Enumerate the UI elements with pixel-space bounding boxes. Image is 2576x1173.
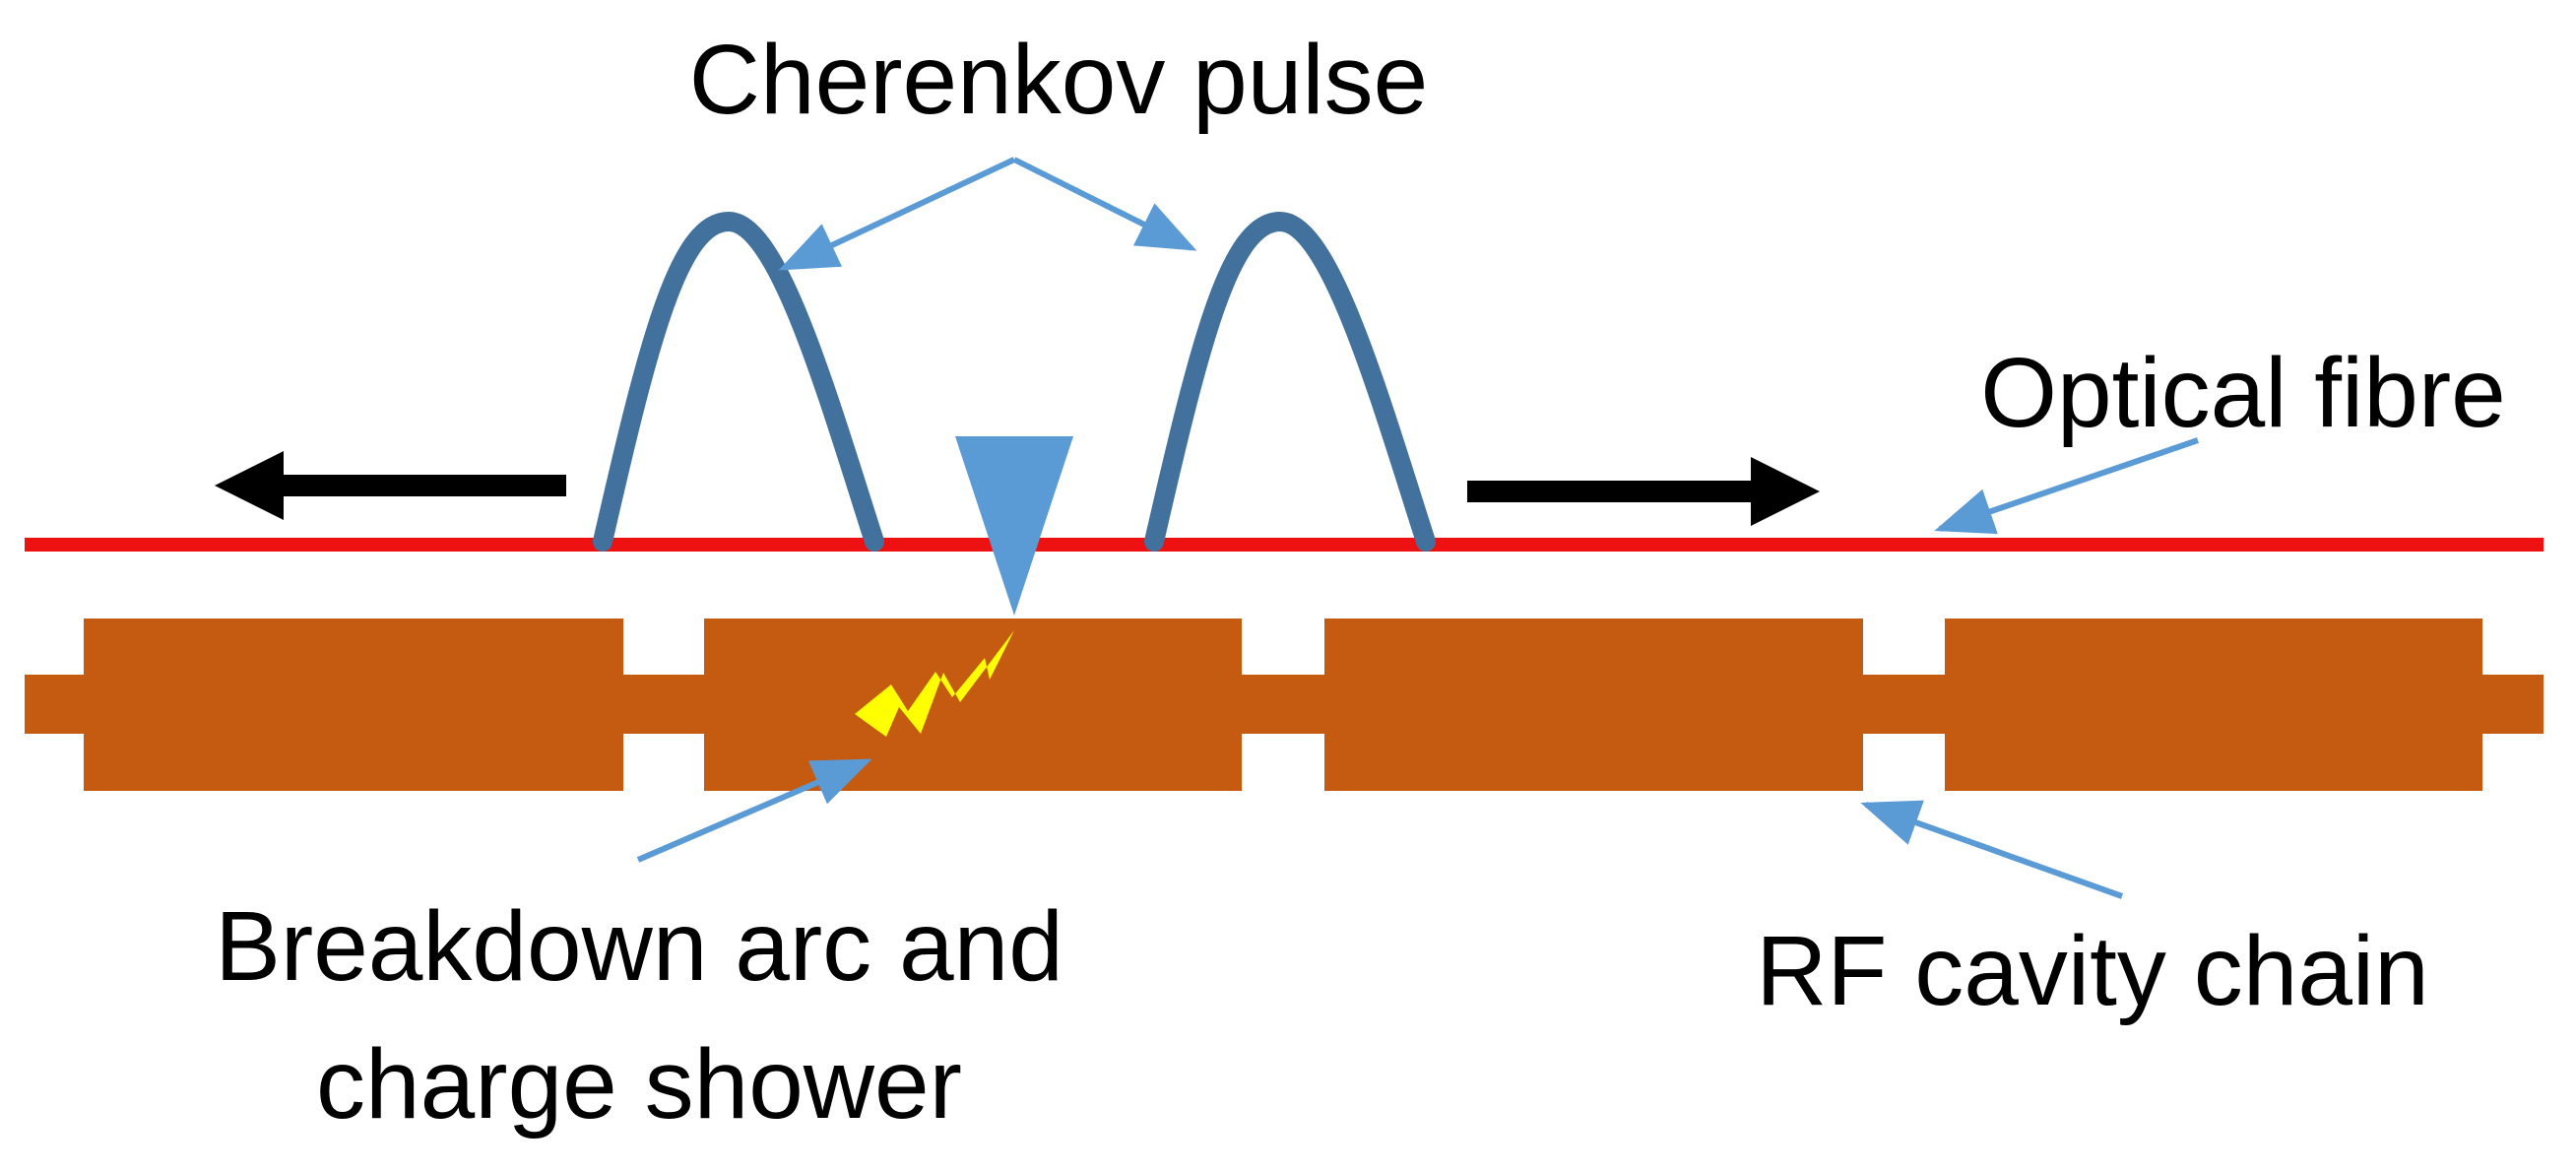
direction-arrow-left xyxy=(215,451,566,520)
label-breakdown-line-2: charge shower xyxy=(316,1029,962,1140)
breakdown-location-pointer xyxy=(955,436,1073,616)
label-breakdown-line-1: Breakdown arc and xyxy=(215,891,1063,1002)
cavity-callout xyxy=(1860,800,2124,899)
cherenkov-callout-right xyxy=(1012,157,1197,251)
cherenkov-pulse-left xyxy=(593,211,884,552)
rf-cavity-chain xyxy=(25,619,2544,791)
cavity-cell-1 xyxy=(84,619,623,791)
breakdown-callout xyxy=(636,758,872,863)
label-cherenkov-pulse: Cherenkov pulse xyxy=(689,25,1428,135)
breakdown-arc-icon xyxy=(855,630,1014,737)
fibre-callout xyxy=(1934,437,2199,535)
direction-arrow-right xyxy=(1467,457,1820,526)
cherenkov-pulse-right xyxy=(1144,211,1436,552)
cavity-cell-2 xyxy=(704,619,1242,791)
cherenkov-callout-left xyxy=(778,157,1016,271)
cavity-cell-3 xyxy=(1324,619,1863,791)
callout-lines xyxy=(636,157,2199,899)
label-optical-fibre: Optical fibre xyxy=(1980,338,2506,448)
label-rf-cavity-chain: RF cavity chain xyxy=(1756,916,2429,1026)
cavity-cell-4 xyxy=(1945,619,2482,791)
